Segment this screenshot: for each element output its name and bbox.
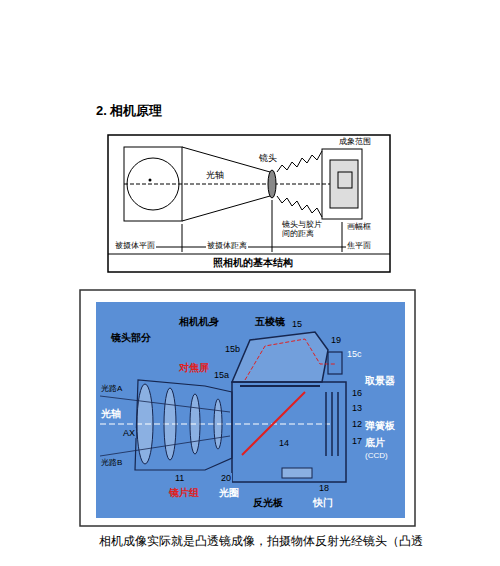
part-label: 快门 — [312, 497, 334, 509]
lens-element — [190, 394, 200, 454]
axis-label: 光轴 — [205, 170, 225, 180]
callout-number: 18 — [318, 483, 330, 493]
light-path — [100, 436, 230, 456]
callout-number: 11 — [174, 473, 185, 483]
callout-number: 19 — [330, 335, 342, 345]
frame — [338, 172, 352, 188]
dimension-label: 焦平面 — [346, 241, 372, 250]
part-label: 弹簧板 — [364, 420, 396, 432]
caption-rule — [108, 254, 390, 255]
part-label: 反光板 — [252, 497, 284, 509]
film-plane — [337, 392, 339, 456]
part-label: 成象范围 — [338, 137, 372, 146]
part-label: 画幅框 — [346, 222, 372, 231]
part-label: (CCD) — [364, 451, 389, 460]
image-area — [330, 160, 358, 208]
lens-element — [164, 388, 176, 460]
subject-circle — [127, 158, 179, 210]
part-label: 底片 — [364, 437, 386, 449]
callout-number: 15 — [291, 319, 303, 329]
callout-number: 20 — [220, 473, 232, 483]
callout-number: 17 — [351, 436, 363, 446]
dimension-tick — [182, 224, 183, 252]
lens-element — [137, 384, 153, 464]
part-label: 对焦屏 — [178, 362, 210, 374]
dimension-label: 被摄体平面 — [114, 241, 156, 250]
part-label: 镜头 — [258, 153, 278, 163]
light-path — [245, 339, 336, 380]
subject-dot — [149, 179, 152, 182]
light-cone — [182, 147, 270, 172]
part-label: 光圈 — [218, 487, 240, 499]
part-label: 相机机身 — [178, 316, 220, 328]
camera-body — [232, 382, 346, 482]
optical-axis — [124, 184, 356, 185]
callout-number: 15c — [346, 349, 363, 359]
eyepiece — [328, 352, 342, 374]
signal-label: 光路A — [100, 384, 123, 393]
lens-barrel — [135, 380, 232, 470]
bellows — [277, 151, 322, 172]
section-heading: 2. 相机原理 — [95, 104, 163, 119]
shutter — [282, 468, 312, 478]
axis-label: AX — [122, 428, 136, 438]
callout-number: 15b — [224, 344, 241, 354]
bellows — [277, 196, 322, 217]
dimension-label: 被摄体距离 — [206, 241, 248, 250]
part-label: 取景器 — [364, 375, 396, 387]
body-text: 相机成像实际就是凸透镜成像，拍摄物体反射光经镜头（凸透 — [98, 535, 424, 549]
film-back — [322, 149, 362, 219]
callout-number: 12 — [351, 419, 363, 429]
axis-label: 光轴 — [100, 408, 122, 420]
callout-number: 13 — [351, 403, 363, 413]
part-label: 镜片组 — [168, 487, 200, 499]
diagram-panel — [96, 302, 405, 518]
part-label: 镜头部分 — [110, 332, 152, 344]
dimension-label: 镜头与胶片间的距离 — [281, 220, 327, 238]
callout-number: 15a — [213, 370, 230, 380]
focusing-screen — [240, 385, 320, 387]
figure-frame — [80, 290, 415, 526]
dimension-tick — [272, 200, 273, 252]
signal-label: 光路B — [100, 458, 123, 467]
light-cone — [182, 196, 270, 221]
figure-caption: 照相机的基本结构 — [212, 257, 294, 269]
lens-element — [214, 399, 222, 449]
lens — [268, 170, 276, 198]
film-plane — [331, 392, 333, 456]
mirror — [242, 392, 305, 455]
callout-number: 14 — [278, 438, 290, 448]
callout-number: 16 — [351, 388, 363, 398]
figure-frame — [108, 135, 390, 272]
part-label: 五棱镜 — [254, 316, 286, 328]
film-plane — [325, 392, 327, 456]
pentaprism — [232, 332, 328, 382]
